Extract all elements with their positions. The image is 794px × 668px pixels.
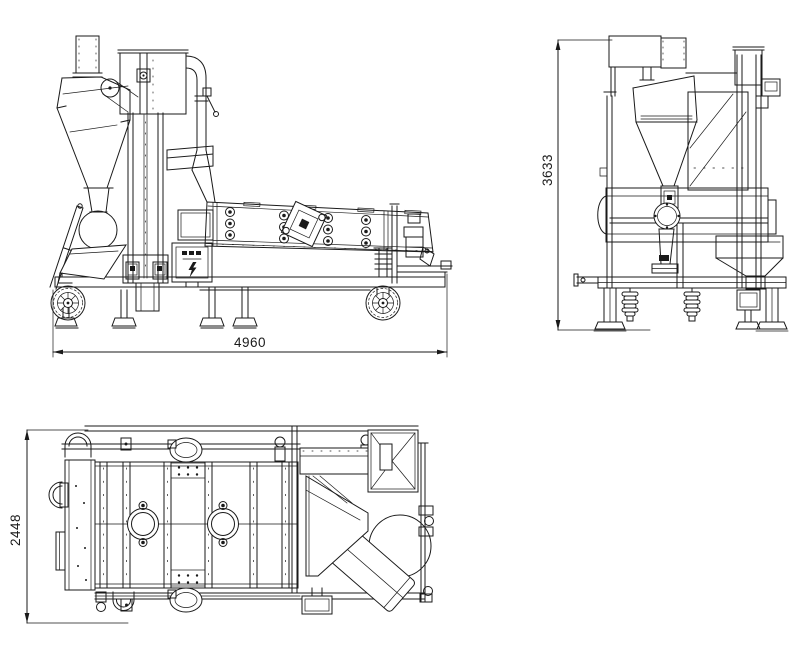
duct-plan bbox=[299, 447, 373, 475]
top-view: 2448 bbox=[8, 425, 434, 624]
front-top-boxes bbox=[608, 35, 738, 97]
front-upper-body bbox=[599, 91, 749, 289]
front-center-feed bbox=[651, 202, 681, 274]
air-duct bbox=[185, 55, 219, 171]
support-legs bbox=[54, 286, 258, 329]
vibration-motor-mount bbox=[280, 200, 328, 248]
front-cyclone bbox=[632, 75, 698, 209]
air-system-plan bbox=[299, 429, 434, 615]
screen-body bbox=[204, 200, 434, 253]
hopper-plan bbox=[367, 429, 419, 493]
front-lower-body bbox=[597, 187, 777, 289]
front-elevator-column bbox=[732, 46, 781, 289]
front-base-frame bbox=[573, 273, 789, 332]
elevator-motor bbox=[761, 78, 781, 97]
spring-damper bbox=[683, 287, 701, 322]
lightning-bolt-icon bbox=[188, 262, 197, 278]
top-frame-rails bbox=[61, 425, 426, 600]
deck-divider-strips bbox=[99, 461, 290, 589]
dimension-height-value: 3633 bbox=[540, 154, 555, 186]
bucket-elevator bbox=[122, 112, 169, 312]
dimension-height: 3633 bbox=[540, 39, 651, 331]
inspection-ports bbox=[127, 501, 239, 547]
front-wheel bbox=[50, 285, 86, 321]
spring-damper bbox=[621, 287, 639, 322]
dimension-width-value: 2448 bbox=[8, 514, 23, 546]
damper-crank bbox=[202, 87, 212, 97]
chassis-frame bbox=[54, 271, 446, 291]
side-view: 4960 bbox=[49, 35, 453, 358]
drive-pulley bbox=[100, 78, 120, 98]
front-view: 3633 bbox=[540, 35, 789, 332]
electrical-box bbox=[171, 242, 213, 288]
cyclone-separator bbox=[56, 35, 131, 284]
wheel-top-ovals bbox=[167, 437, 203, 613]
screen-deck-plan bbox=[55, 459, 299, 591]
tow-bar bbox=[49, 203, 84, 290]
rear-wheel bbox=[365, 247, 401, 321]
cyclone-cone-plan bbox=[305, 475, 369, 577]
dimension-length: 4960 bbox=[52, 273, 448, 358]
bottom-discharge-plan bbox=[301, 595, 333, 615]
spring-dampers bbox=[621, 287, 701, 322]
elevator-head bbox=[100, 49, 189, 115]
front-right-hopper bbox=[715, 235, 784, 290]
discharge-assembly bbox=[389, 203, 453, 284]
dimension-width: 2448 bbox=[8, 429, 129, 624]
fan-volute bbox=[78, 210, 118, 250]
lifting-handles bbox=[48, 432, 135, 611]
deck-bolt-plates bbox=[170, 462, 206, 587]
dimension-length-value: 4960 bbox=[234, 335, 266, 350]
